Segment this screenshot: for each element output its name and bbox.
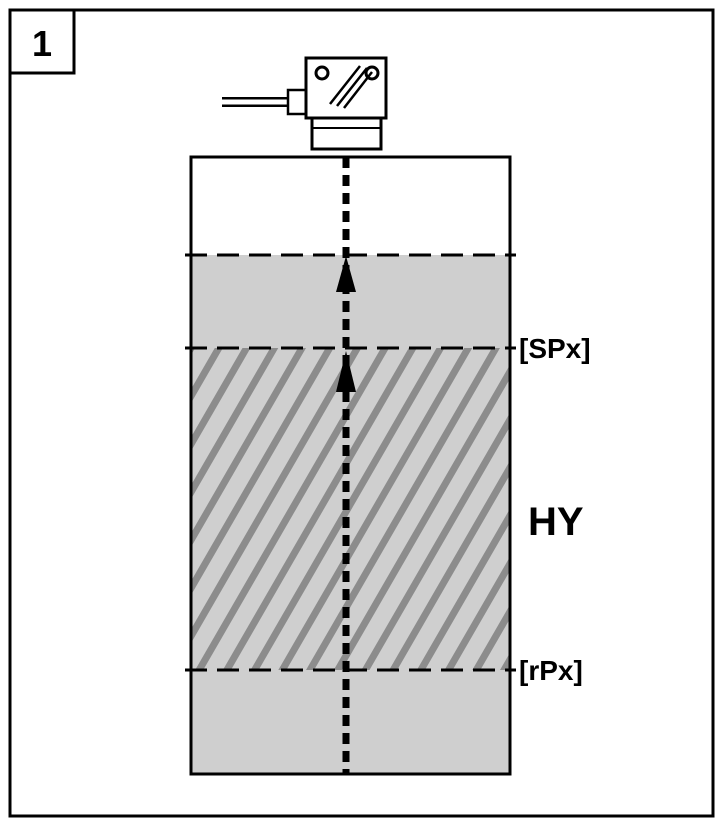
tank-outline <box>189 155 512 776</box>
hysteresis-zone <box>191 348 510 670</box>
setpoint-label: [SPx] <box>519 333 591 364</box>
arrow-up-upper <box>336 256 356 292</box>
sensor-icon <box>222 56 388 151</box>
hysteresis-label: HY <box>528 500 584 544</box>
sensor-screw-left <box>314 65 330 81</box>
tank-fill-lower-zone <box>191 670 510 774</box>
tank-fill-upper-zone <box>191 255 510 348</box>
figure-number-box: 1 <box>8 8 76 75</box>
arrow-up-lower <box>336 351 356 392</box>
figure-frame <box>8 8 715 818</box>
sensor-head <box>310 116 383 151</box>
tank-empty-zone <box>191 157 510 255</box>
resetpoint-label: [rPx] <box>519 655 583 686</box>
tank <box>189 155 512 776</box>
figure-number: 1 <box>32 23 52 64</box>
